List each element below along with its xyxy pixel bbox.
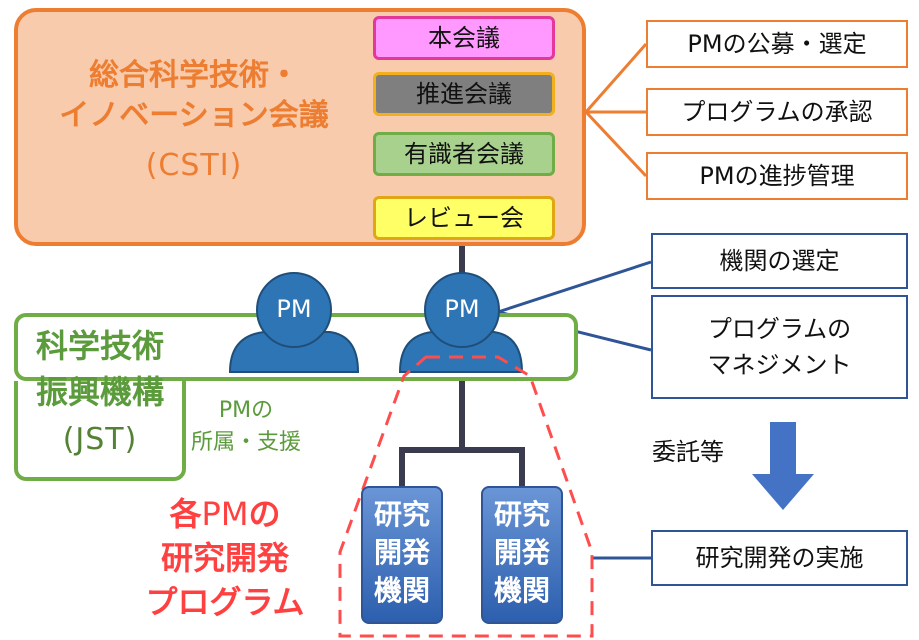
role-program-approval: プログラムの承認 xyxy=(646,88,908,136)
pm-figure-left xyxy=(228,272,360,373)
meeting-promotion: 推進会議 xyxy=(373,72,555,116)
role-pm-recruitment: PMの公募・選定 xyxy=(646,20,908,68)
connector-csti-role-1 xyxy=(584,43,648,113)
meeting-plenary: 本会議 xyxy=(373,16,555,60)
connector-pm-selection xyxy=(497,260,652,314)
meeting-experts: 有識者会議 xyxy=(373,132,555,176)
connector-csti-role-3 xyxy=(584,110,648,178)
research-lab-right: 研究 開発 機関 xyxy=(481,486,563,624)
pm-label-right: PM xyxy=(444,295,480,323)
program-label: 各PMの 研究開発 プログラム xyxy=(130,492,320,624)
commission-label: 委託等 xyxy=(652,438,724,466)
program-label-line2: 研究開発 xyxy=(160,539,289,577)
role-program-management: プログラムの マネジメント xyxy=(651,295,908,399)
csti-name: 総合科学技術・ イノベーション会議 xyxy=(24,56,364,136)
jst-name-line1: 科学技術 xyxy=(35,327,164,365)
commission-arrow-shaft xyxy=(770,422,796,474)
jst-support: PMの 所属・支援 xyxy=(184,395,308,459)
lab-left-line1: 研究 xyxy=(373,498,430,531)
jst-box-lower xyxy=(14,381,186,481)
program-label-line3: プログラム xyxy=(145,583,305,621)
program-label-line1: 各PMの xyxy=(169,495,281,533)
program-dashed-outline xyxy=(338,355,594,638)
role-pm-progress: PMの進捗管理 xyxy=(646,152,908,200)
csti-abbr: (CSTI) xyxy=(145,148,243,183)
jst-name: 科学技術 振興機構 xyxy=(20,323,180,415)
jst-name-line2: 振興機構 xyxy=(35,373,164,411)
role-research-execution: 研究開発の実施 xyxy=(651,530,908,586)
lab-right-line3: 機関 xyxy=(493,574,550,607)
csti-name-line1: 総合科学技術・ xyxy=(89,58,299,93)
pm-figure-right xyxy=(398,272,524,373)
commission-arrow-head xyxy=(752,474,814,510)
research-lab-left: 研究 開発 機関 xyxy=(361,486,443,624)
role-program-management-line1: プログラムの xyxy=(707,315,852,343)
lab-right-line2: 開発 xyxy=(493,536,550,569)
jst-support-line2: 所属・支援 xyxy=(190,430,301,455)
pm-label-left: PM xyxy=(276,295,312,323)
lab-left-line2: 開発 xyxy=(373,536,430,569)
role-institution-selection: 機関の選定 xyxy=(651,233,908,289)
csti-name-line2: イノベーション会議 xyxy=(59,98,329,133)
meeting-review: レビュー会 xyxy=(373,196,555,240)
role-program-management-line2: マネジメント xyxy=(707,351,852,379)
lab-left-line3: 機関 xyxy=(373,574,430,607)
jst-support-line1: PMの xyxy=(218,398,274,423)
lab-right-line1: 研究 xyxy=(493,498,550,531)
jst-abbr: (JST) xyxy=(62,422,138,457)
